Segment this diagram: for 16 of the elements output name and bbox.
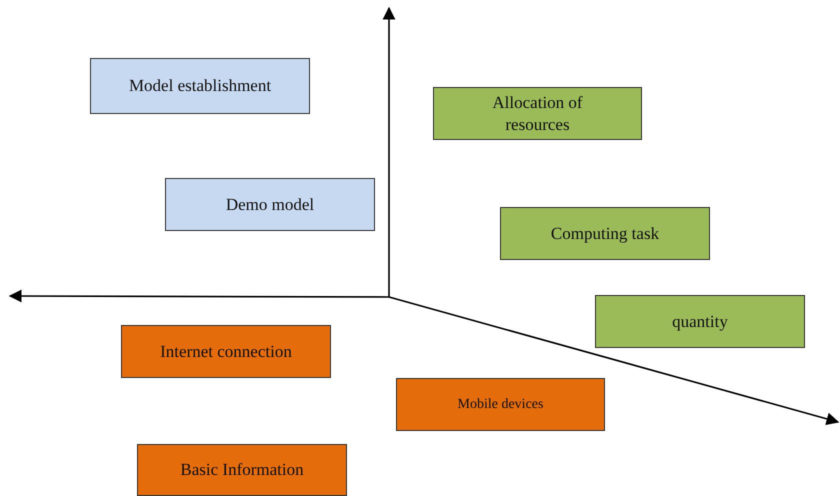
box-label: Computing task [550,222,660,244]
category-box [165,178,375,231]
box-label: Demo model [226,194,314,216]
category-box [90,58,310,114]
category-box [396,378,605,431]
category-box [500,207,710,260]
category-box [137,444,347,496]
box-label: Mobile devices [458,396,544,414]
box-label: Model establishment [128,75,272,97]
category-box [595,295,805,348]
box-label: Allocation of resources [491,92,584,136]
box-label: quantity [672,310,728,332]
category-box [433,87,642,140]
category-box [121,325,331,378]
box-label: Basic Information [180,459,304,481]
box-label: Internet connection [160,340,292,362]
